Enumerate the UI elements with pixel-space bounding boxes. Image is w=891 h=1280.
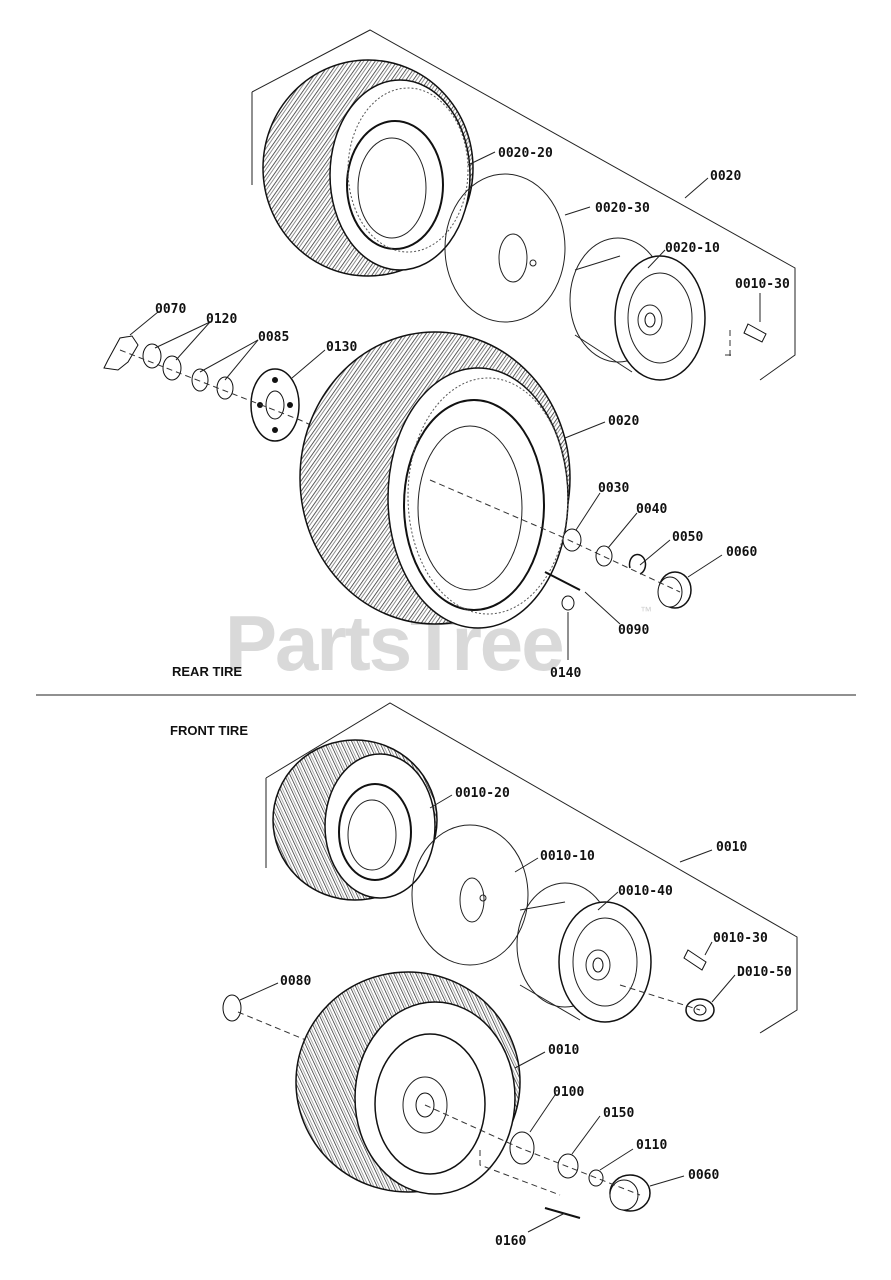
- rear-hub-0130: [250, 368, 300, 442]
- front-tire-group: FRONT TIRE: [170, 702, 798, 1249]
- front-washer-0150: [557, 1153, 579, 1179]
- label-0010-tire: 0010: [548, 1043, 579, 1058]
- front-rim-0010-40: [516, 882, 652, 1023]
- label-0010-10: 0010-10: [540, 849, 595, 864]
- label-0010-30-rear: 0010-30: [735, 277, 790, 292]
- rear-rim-0020-10: [569, 237, 706, 381]
- rear-pin-0090: [544, 571, 581, 591]
- rear-washer-0120-b: [162, 355, 182, 381]
- rear-washer-0040: [595, 545, 613, 567]
- label-0020-tire: 0020: [608, 414, 639, 429]
- rear-tube-0020-30: [444, 173, 566, 323]
- label-0100: 0100: [553, 1085, 584, 1100]
- rear-valve-0010-30: [725, 323, 767, 358]
- rear-tire-group: 0020-20 0020 0020-30 0020-10 0010-30 007…: [103, 29, 796, 681]
- rear-kit-outline: [251, 29, 796, 381]
- front-right-hardware: [424, 1104, 651, 1219]
- rear-cap-0060: [657, 571, 692, 609]
- watermark-trademark: ™: [640, 604, 652, 618]
- front-tire-0010-20: [272, 739, 438, 901]
- rear-tire-0020: [299, 331, 571, 629]
- label-0010-20: 0010-20: [455, 786, 510, 801]
- label-0150: 0150: [603, 1106, 634, 1121]
- label-0060-front: 0060: [688, 1168, 719, 1183]
- front-washer-0100: [509, 1131, 535, 1165]
- rear-washer-0120-a: [142, 343, 162, 369]
- rear-axle-hardware: [103, 335, 431, 481]
- label-0130: 0130: [326, 340, 357, 355]
- rear-fitting-0140: [561, 595, 575, 611]
- rear-tire-0020-20: [262, 59, 474, 277]
- label-0120: 0120: [206, 312, 237, 327]
- front-washer-0080: [222, 994, 242, 1022]
- front-tube-0010-10: [411, 824, 529, 966]
- label-0020-30: 0020-30: [595, 201, 650, 216]
- label-0010-40: 0010-40: [618, 884, 673, 899]
- label-0030: 0030: [598, 481, 629, 496]
- front-pin-0160: [544, 1207, 581, 1219]
- label-0070: 0070: [155, 302, 186, 317]
- label-0050: 0050: [672, 530, 703, 545]
- rear-clip-0050: [628, 553, 647, 575]
- label-0020-kit: 0020: [710, 169, 741, 184]
- rear-bracket-0070: [103, 335, 139, 371]
- rear-washer-0030: [562, 528, 582, 552]
- rear-washer-0085-b: [216, 376, 234, 400]
- label-0160: 0160: [495, 1234, 526, 1249]
- front-kit-outline: [265, 702, 798, 1034]
- label-0040: 0040: [636, 502, 667, 517]
- label-0010-kit: 0010: [716, 840, 747, 855]
- section-title-front: FRONT TIRE: [170, 723, 248, 738]
- section-title-rear: REAR TIRE: [172, 664, 242, 679]
- front-valve-0010-30: [683, 949, 707, 971]
- label-0085: 0085: [258, 330, 289, 345]
- front-cap-0060: [609, 1174, 651, 1212]
- label-0020-10: 0020-10: [665, 241, 720, 256]
- label-0020-20-rear: 0020-20: [498, 146, 553, 161]
- label-0010-50: D010-50: [737, 965, 792, 980]
- label-0110: 0110: [636, 1138, 667, 1153]
- label-0010-30-front: 0010-30: [713, 931, 768, 946]
- label-0090: 0090: [618, 623, 649, 638]
- rear-washer-0085-a: [191, 368, 209, 392]
- label-0060-rear: 0060: [726, 545, 757, 560]
- label-0140: 0140: [550, 666, 581, 681]
- label-0080: 0080: [280, 974, 311, 989]
- front-tire-0010: [295, 971, 521, 1195]
- rear-right-hardware: [429, 479, 692, 611]
